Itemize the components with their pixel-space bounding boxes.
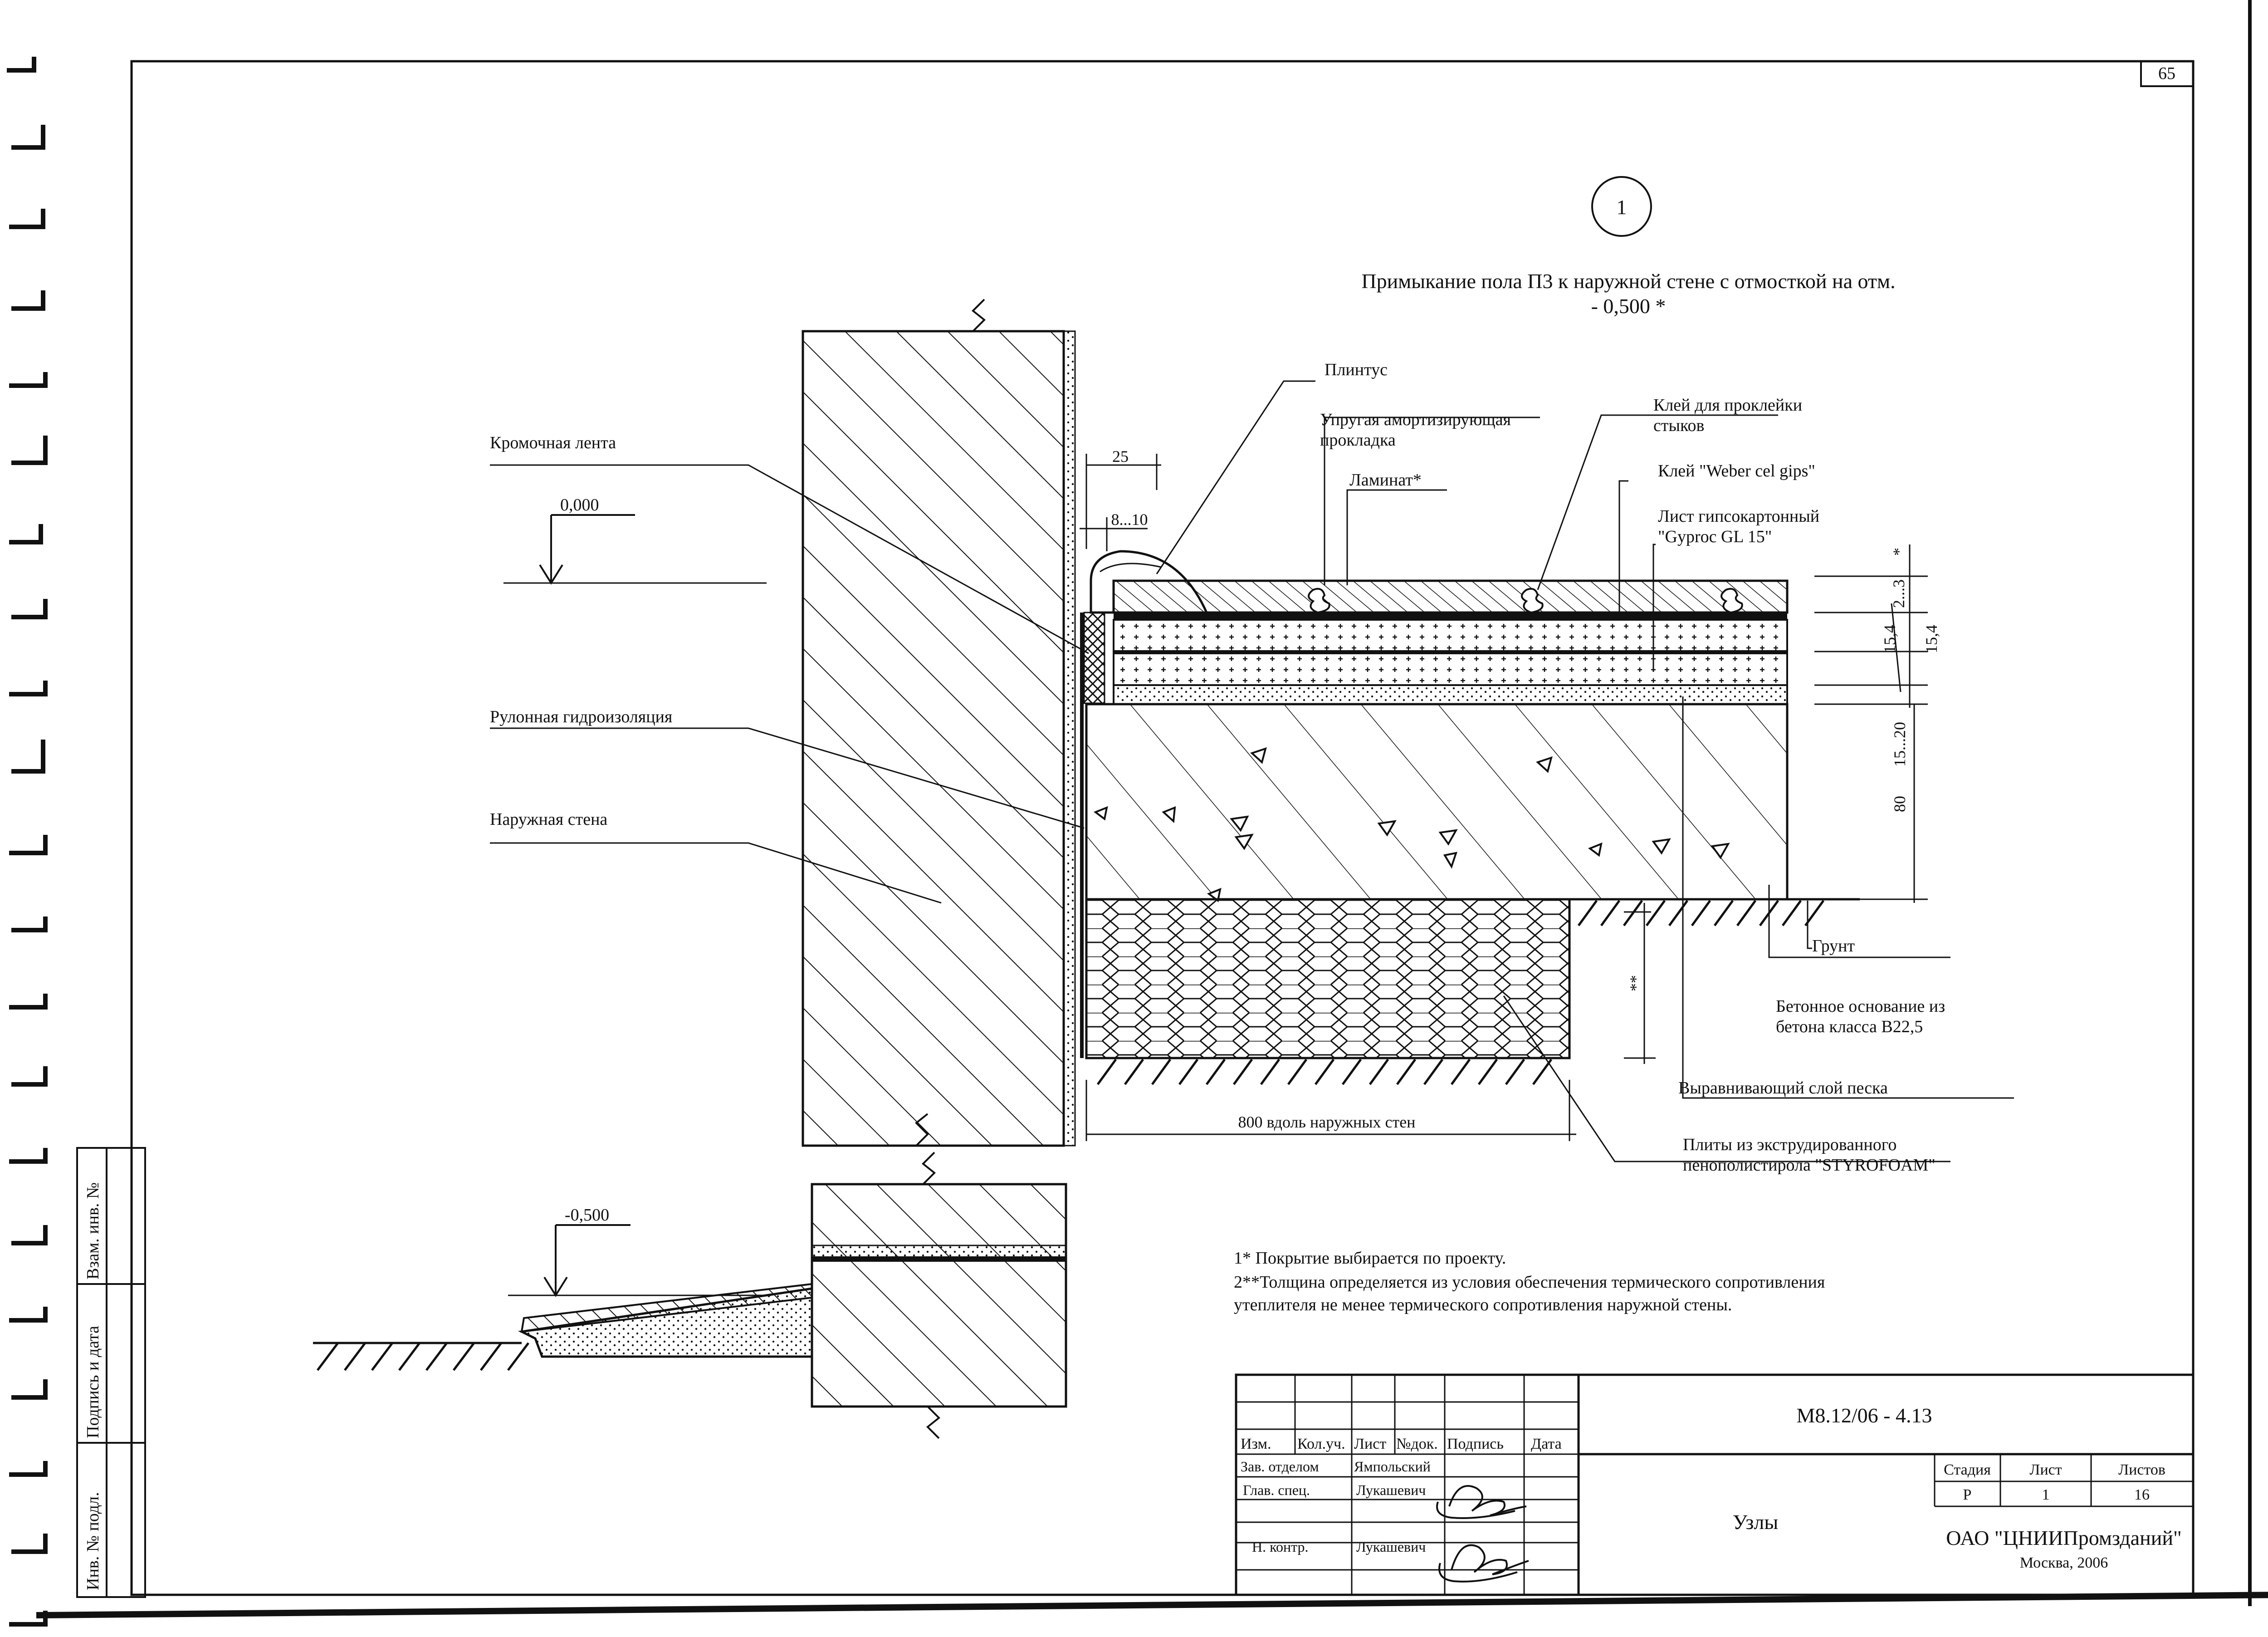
elevation-marks: 0,000 -0,500 xyxy=(503,495,771,1297)
org-line-1: ОАО "ЦНИИПромзданий" xyxy=(1946,1526,2181,1549)
row-name-2: Лукашевич xyxy=(1356,1482,1426,1498)
dim-80: 80 xyxy=(1891,796,1909,812)
hdr-list: Лист xyxy=(1354,1436,1386,1452)
row-role-2: Глав. спец. xyxy=(1243,1482,1310,1498)
label-waterproofing: Рулонная гидроизоляция xyxy=(490,707,672,726)
label-concrete-base-2: бетона класса B22,5 xyxy=(1776,1017,1923,1036)
label-xps-1: Плиты из экструдированного xyxy=(1683,1135,1897,1154)
list-label: Лист xyxy=(2029,1461,2062,1478)
label-xps-2: пенополистирола "STYROFOAM" xyxy=(1683,1156,1936,1175)
side-inv-orig: Инв. № подл. xyxy=(83,1492,103,1590)
label-joint-glue-1: Клей для проклейки xyxy=(1653,396,1802,415)
aggregate-triangles xyxy=(1093,747,1730,902)
dim-2-3: 2...3 xyxy=(1890,579,1908,608)
dim-15-4-a: 15,4 xyxy=(1881,625,1899,653)
dim-8-10: 8...10 xyxy=(1111,510,1148,529)
label-joint-glue-2: стыков xyxy=(1653,416,1704,435)
row-role-1: Зав. отделом xyxy=(1241,1458,1319,1475)
label-weber-glue: Клей "Weber cel gips" xyxy=(1658,461,1815,480)
hdr-data: Дата xyxy=(1531,1436,1562,1452)
sheet-name: Узлы xyxy=(1733,1510,1779,1534)
elevation-top: 0,000 xyxy=(560,495,599,515)
label-concrete-base-1: Бетонное основание из xyxy=(1776,997,1945,1016)
label-elastic-pad-1: Упругая амортизирующая xyxy=(1320,410,1511,429)
signatures xyxy=(1436,1485,1529,1583)
label-outer-wall: Наружная стена xyxy=(490,810,607,829)
floor-build-up xyxy=(1080,550,1860,1085)
elevation-bottom: -0,500 xyxy=(565,1206,609,1225)
label-plinth: Плинтус xyxy=(1325,360,1388,379)
laminate-joints xyxy=(1308,588,1743,614)
leader-lines xyxy=(490,380,2014,1162)
hdr-podpis: Подпись xyxy=(1447,1436,1504,1452)
callout-number: 1 xyxy=(1617,196,1627,219)
sheet-frame: 65 xyxy=(36,0,2268,1618)
org-line-2: Москва, 2006 xyxy=(2020,1554,2108,1571)
dim-double-star: ** xyxy=(1627,975,1645,991)
dim-15-20: 15...20 xyxy=(1891,722,1909,767)
title-block: М8.12/06 - 4.13 Узлы Изм. Кол.уч. Лист №… xyxy=(1235,1373,2195,1596)
sheets-label: Листов xyxy=(2118,1461,2165,1478)
label-soil: Грунт xyxy=(1812,936,1855,956)
xps-insulation xyxy=(1085,898,1571,1059)
document-code: М8.12/06 - 4.13 xyxy=(1797,1404,1932,1427)
note-line-2: 2**Толщина определяется из условия обесп… xyxy=(1234,1273,1825,1292)
page-number: 65 xyxy=(2158,64,2175,83)
row-role-3: Н. контр. xyxy=(1252,1539,1309,1555)
drawing-title-line1: Примыкание пола П3 к наружной стене с от… xyxy=(1361,270,1895,293)
stage-value: Р xyxy=(1963,1486,1972,1503)
label-gypsum-2: "Gyproc GL 15" xyxy=(1658,527,1772,546)
stage-label: Стадия xyxy=(1944,1461,1991,1478)
drawing-title-line2: - 0,500 * xyxy=(1591,294,1666,318)
sheets-value: 16 xyxy=(2134,1486,2150,1503)
label-elastic-pad-2: прокладка xyxy=(1320,431,1396,450)
concrete-base xyxy=(1085,703,1789,901)
label-sand-layer: Выравнивающий слой песка xyxy=(1678,1078,1888,1098)
hdr-izm: Изм. xyxy=(1241,1436,1271,1452)
outer-wall xyxy=(802,299,1076,1439)
side-stamp: Взам. инв. № Подпись и дата Инв. № подл. xyxy=(76,1147,146,1598)
binding-marks xyxy=(7,57,48,1627)
dim-15-4-b: 15,4 xyxy=(1922,625,1941,653)
row-name-1: Ямпольский xyxy=(1354,1458,1431,1475)
label-gypsum-1: Лист гипсокартонный xyxy=(1658,507,1819,526)
labels: Плинтус Упругая амортизирующая прокладка… xyxy=(490,360,1945,1175)
dim-800: 800 вдоль наружных стен xyxy=(1238,1113,1416,1131)
side-inv-replace: Взам. инв. № xyxy=(83,1182,103,1279)
note-line-3: утеплителя не менее термического сопроти… xyxy=(1234,1295,1732,1314)
label-edge-tape: Кромочная лента xyxy=(490,433,616,452)
drawing-header: 1 Примыкание пола П3 к наружной стене с … xyxy=(1361,176,1896,318)
hdr-ndok: №док. xyxy=(1396,1436,1438,1452)
notes: 1* Покрытие выбирается по проекту. 2**То… xyxy=(1234,1249,1825,1314)
label-laminate: Ламинат* xyxy=(1349,471,1422,490)
dim-25: 25 xyxy=(1112,447,1129,466)
dimensions: 25 8...10 * 2...3 15,4 15,4 15...20 80 *… xyxy=(1080,447,1941,1141)
callout-circle xyxy=(1591,176,1652,237)
note-line-1: 1* Покрытие выбирается по проекту. xyxy=(1234,1249,1506,1268)
dim-star: * xyxy=(1890,548,1908,556)
side-sign-date: Подпись и дата xyxy=(83,1326,103,1438)
list-value: 1 xyxy=(2042,1486,2050,1503)
row-name-3: Лукашевич xyxy=(1356,1539,1426,1555)
hdr-kol: Кол.уч. xyxy=(1297,1436,1345,1452)
